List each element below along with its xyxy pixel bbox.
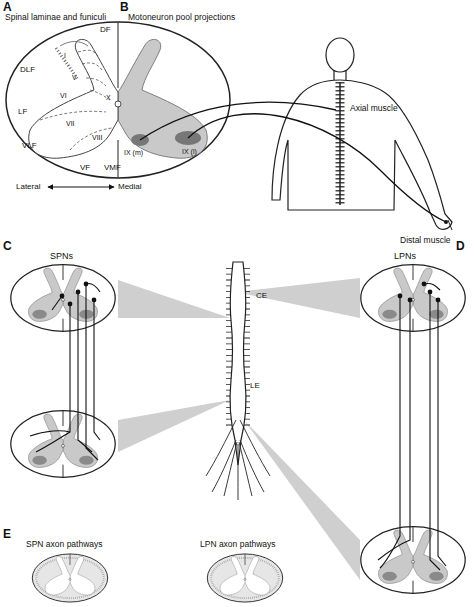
segment-label: CE (256, 292, 267, 300)
panel-title: SPNs (50, 252, 73, 261)
panel-letter: B (120, 1, 129, 13)
neuron-soma (398, 282, 441, 303)
funiculus-label: LF (18, 108, 27, 116)
muscle-label: Distal muscle (400, 236, 451, 245)
projection-line (188, 114, 446, 222)
lpn-axons (378, 283, 446, 570)
lamina-label: VI (60, 92, 67, 99)
lamina-label: VII (66, 120, 75, 127)
spinal-cord-longitudinal (206, 262, 270, 500)
lamina-label: VIII (92, 134, 103, 141)
panel-letter: A (3, 1, 12, 13)
funiculus-label: VLF (22, 142, 37, 150)
panel-letter: C (3, 240, 12, 252)
panel-letter: D (456, 240, 465, 252)
funiculus-label: VMF (104, 164, 121, 172)
panel-title: Motoneuron pool projections (128, 13, 235, 22)
panel-title: SPN axon pathways (26, 540, 103, 549)
pool-label: IX (m) (124, 149, 143, 156)
human-body (272, 38, 452, 230)
pool-label: IX (l) (182, 148, 197, 155)
lamina-label: X (106, 94, 111, 101)
neuron-soma (60, 282, 97, 307)
spinal-cross-section (6, 22, 230, 187)
muscle-label: Axial muscle (350, 104, 398, 113)
direction-label: Lateral (16, 183, 40, 191)
funiculus-label: DF (100, 26, 111, 34)
panel-title: Spinal laminae and funiculi (5, 13, 106, 22)
segment-label: LE (250, 382, 260, 390)
funiculus-label: DLF (20, 66, 35, 74)
lamina-label: V (72, 74, 77, 81)
funiculus-label: VF (80, 164, 90, 172)
lamina-label: I (64, 52, 66, 59)
panel-letter: E (3, 528, 11, 540)
projection-line (140, 102, 336, 140)
panel-title: LPNs (394, 252, 416, 261)
direction-label: Medial (118, 183, 142, 191)
panel-title: LPN axon pathways (200, 540, 276, 549)
spn-axons (30, 283, 100, 460)
